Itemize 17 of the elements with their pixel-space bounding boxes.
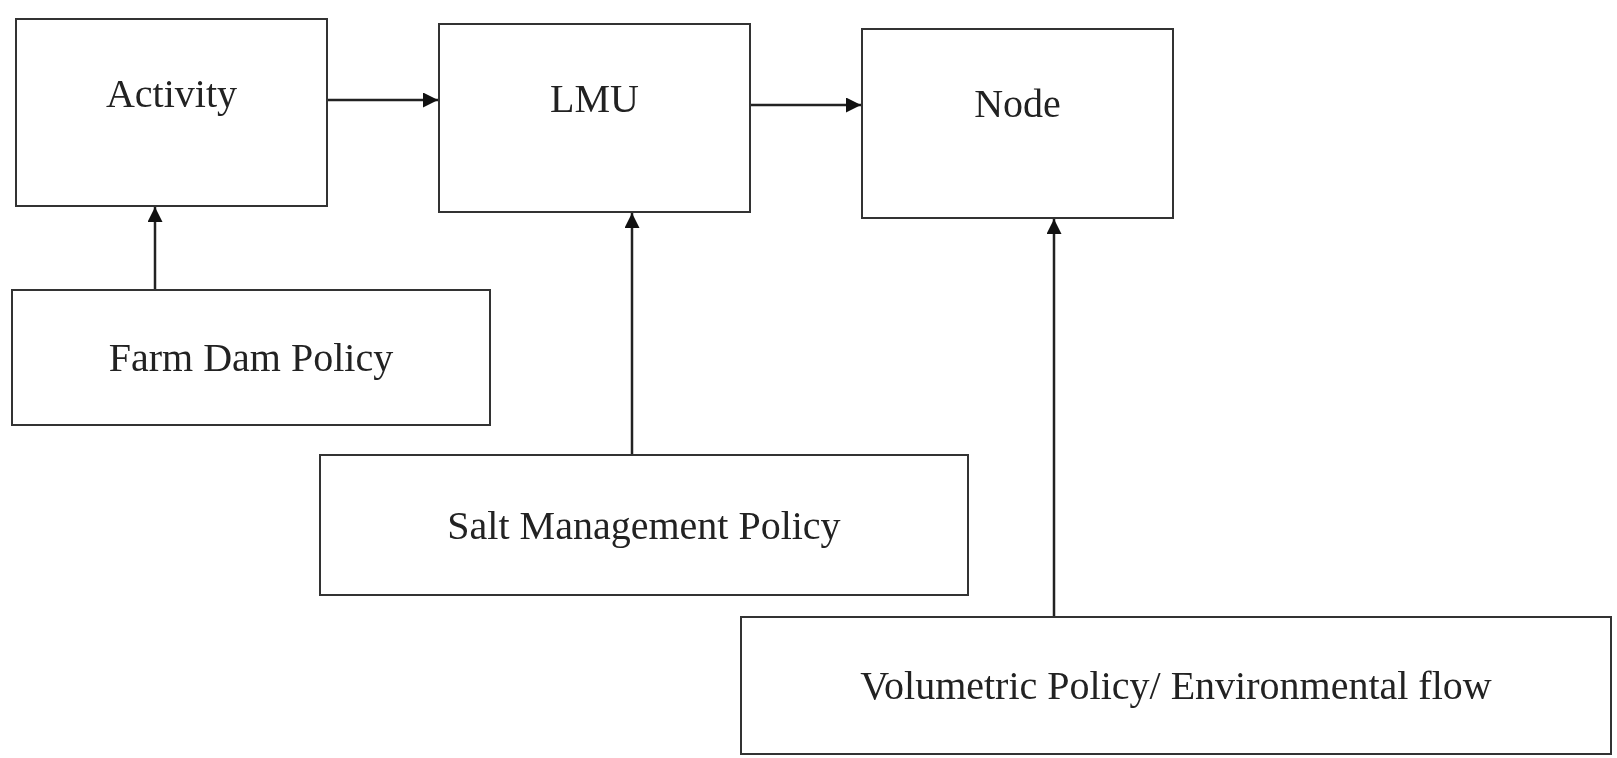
arrow xyxy=(751,97,861,113)
arrow xyxy=(624,213,640,454)
process-box xyxy=(15,18,328,207)
box-label: Activity xyxy=(105,70,238,117)
arrow xyxy=(1046,219,1062,616)
box-label: Salt Management Policy xyxy=(447,501,841,549)
process-box xyxy=(861,28,1174,219)
arrow xyxy=(147,207,163,289)
process-box xyxy=(438,23,751,213)
box-label: LMU xyxy=(550,75,639,122)
process-box xyxy=(319,454,969,596)
arrow xyxy=(328,92,438,108)
box-label: Node xyxy=(974,80,1061,127)
process-box xyxy=(11,289,491,426)
box-label: Farm Dam Policy xyxy=(108,334,394,381)
box-label: Volumetric Policy/ Environmental flow xyxy=(860,662,1492,709)
process-box xyxy=(740,616,1612,755)
